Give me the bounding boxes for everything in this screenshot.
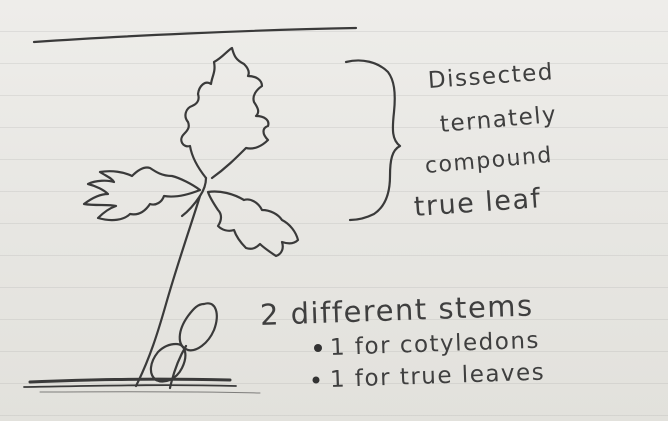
bullet-dot bbox=[314, 344, 322, 352]
curly-brace bbox=[346, 60, 400, 220]
left-leaflet bbox=[84, 167, 200, 220]
top-leaflet bbox=[181, 48, 268, 178]
cotyledon-upper bbox=[180, 303, 217, 350]
top-rule-line bbox=[34, 28, 356, 42]
ground-line bbox=[30, 379, 230, 382]
cotyledon-lower bbox=[151, 344, 185, 382]
right-leaflet bbox=[208, 191, 298, 256]
bullet-dot bbox=[313, 377, 320, 384]
